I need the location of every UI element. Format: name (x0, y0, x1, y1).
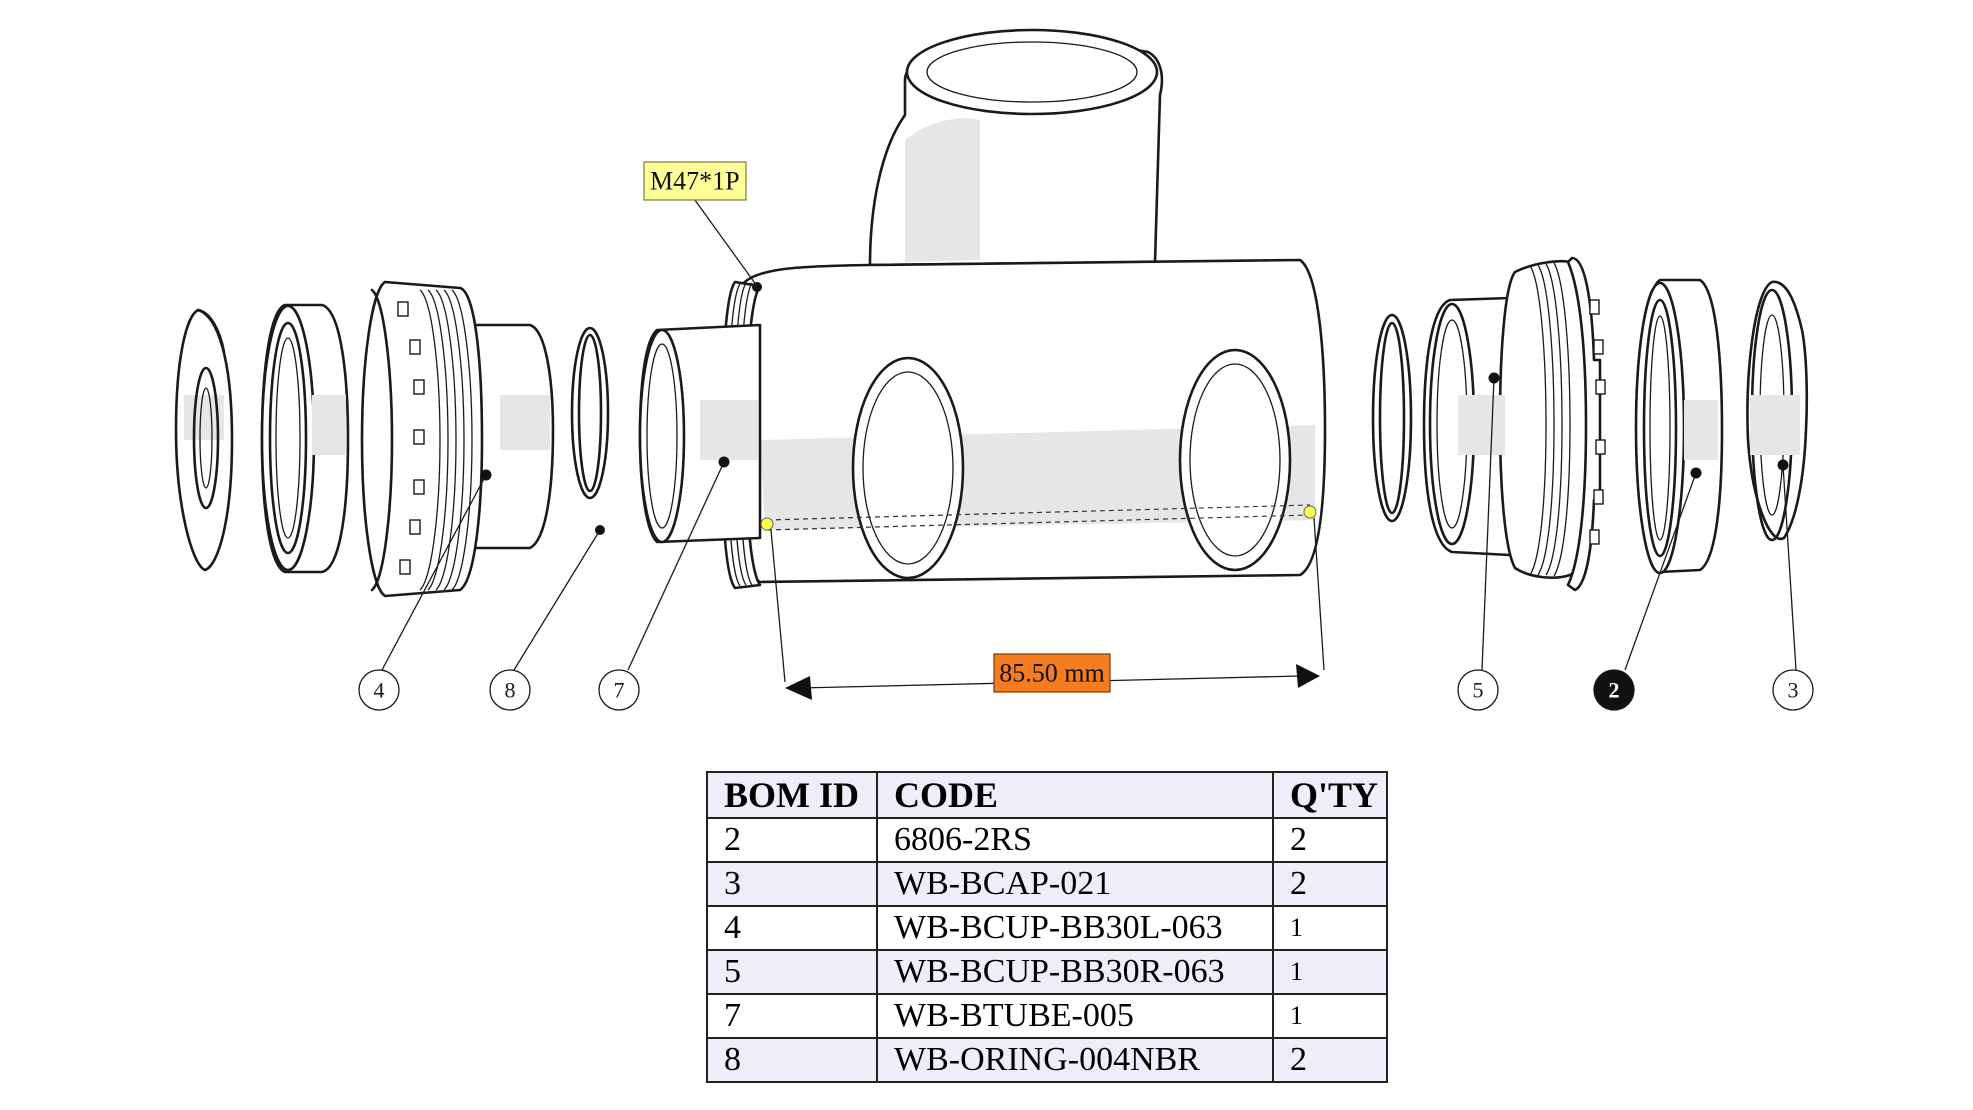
thread-callout: M47*1P (643, 161, 762, 292)
bom-cell-id: 5 (706, 949, 878, 995)
balloon-3[interactable]: 3 (1772, 669, 1814, 711)
balloon-2-selected[interactable]: 2 (1593, 669, 1635, 711)
bom-cell-qty: 1 (1272, 905, 1388, 951)
bom-row[interactable]: 7 WB-BTUBE-005 1 (706, 993, 1388, 1039)
bom-cell-id: 3 (706, 861, 878, 907)
balloon-8[interactable]: 8 (489, 669, 531, 711)
thread-label: M47*1P (650, 167, 740, 196)
balloon-5[interactable]: 5 (1457, 669, 1499, 711)
part-bearing-right[interactable] (1634, 278, 1724, 575)
balloon-3-label: 3 (1788, 678, 1799, 703)
bom-row[interactable]: 3 WB-BCAP-021 2 (706, 861, 1388, 907)
part-oring-left[interactable] (570, 326, 610, 500)
bom-cell-code: WB-BCAP-021 (876, 861, 1274, 907)
bom-row[interactable]: 2 6806-2RS 2 (706, 817, 1388, 863)
bom-row[interactable]: 5 WB-BCUP-BB30R-063 1 (706, 949, 1388, 995)
balloon-7[interactable]: 7 (598, 669, 640, 711)
bom-cell-code: 6806-2RS (876, 817, 1274, 863)
bom-row[interactable]: 4 WB-BCUP-BB30L-063 1 (706, 905, 1388, 951)
bom-header-qty: Q'TY (1272, 771, 1388, 819)
balloon-8-label: 8 (505, 678, 516, 703)
part-shell-tube[interactable] (638, 28, 1327, 590)
bom-cell-code: WB-BTUBE-005 (876, 993, 1274, 1039)
leader-lines (381, 372, 1797, 671)
bom-cell-id: 8 (706, 1037, 878, 1083)
bom-table: BOM ID CODE Q'TY 2 6806-2RS 2 3 WB-BCAP-… (706, 771, 1388, 1083)
balloon-7-label: 7 (614, 678, 625, 703)
bom-header-code: CODE (876, 771, 1274, 819)
balloon-5-label: 5 (1473, 678, 1484, 703)
bom-cell-code: WB-ORING-004NBR (876, 1037, 1274, 1083)
bom-cell-qty: 1 (1272, 949, 1388, 995)
bom-header-row: BOM ID CODE Q'TY (706, 771, 1388, 819)
bom-cell-id: 2 (706, 817, 878, 863)
balloon-4[interactable]: 4 (358, 669, 400, 711)
bom-cell-id: 4 (706, 905, 878, 951)
balloon-4-label: 4 (374, 678, 385, 703)
part-oring-right[interactable] (1371, 313, 1413, 523)
balloon-2-label: 2 (1609, 678, 1620, 703)
part-cap-right[interactable] (1746, 280, 1809, 542)
part-bearing-left[interactable] (260, 303, 350, 574)
part-cup-left[interactable] (360, 280, 555, 598)
bom-cell-id: 7 (706, 993, 878, 1039)
bom-header-id: BOM ID (706, 771, 878, 819)
dimension-label: 85.50 mm (999, 659, 1104, 688)
bom-cell-code: WB-BCUP-BB30L-063 (876, 905, 1274, 951)
bom-cell-qty: 2 (1272, 861, 1388, 907)
bom-cell-code: WB-BCUP-BB30R-063 (876, 949, 1274, 995)
part-cup-right[interactable] (1422, 256, 1606, 592)
bom-cell-qty: 2 (1272, 817, 1388, 863)
bom-cell-qty: 1 (1272, 993, 1388, 1039)
dimension-85-50: 85.50 mm (770, 517, 1325, 700)
bom-cell-qty: 2 (1272, 1037, 1388, 1083)
bom-row[interactable]: 8 WB-ORING-004NBR 2 (706, 1037, 1388, 1083)
part-cap-left[interactable] (174, 308, 234, 572)
